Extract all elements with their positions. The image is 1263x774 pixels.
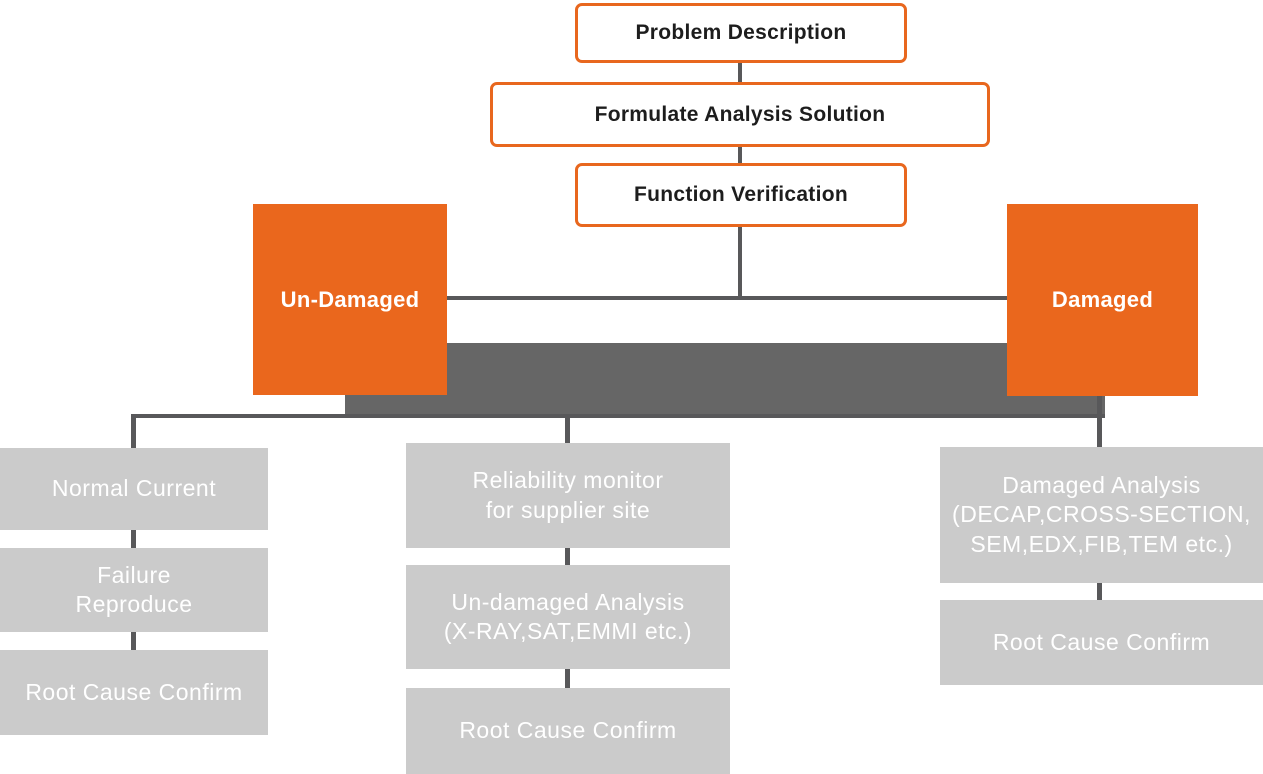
right-step-root-cause-confirm-box: Root Cause Confirm xyxy=(940,600,1263,685)
formulate-analysis-solution-box: Formulate Analysis Solution xyxy=(490,82,990,147)
left-step-failure-reproduce-box: Failure Reproduce xyxy=(0,548,268,632)
connector-function-to-branch xyxy=(738,227,742,299)
rail-horizontal-line xyxy=(131,414,1105,418)
undamaged-branch-box: Un-Damaged xyxy=(253,204,447,395)
rail-drop-right xyxy=(1097,396,1102,447)
left-connector-2 xyxy=(131,632,136,650)
left-step-root-cause-confirm-box: Root Cause Confirm xyxy=(0,650,268,735)
middle-connector-2 xyxy=(565,669,570,688)
problem-description-box: Problem Description xyxy=(575,3,907,63)
rail-drop-left xyxy=(131,414,136,448)
branch-horizontal-line xyxy=(447,296,1007,300)
right-connector-1 xyxy=(1097,583,1102,600)
connector-formulate-to-function xyxy=(738,147,742,163)
middle-step-undamaged-analysis-box: Un-damaged Analysis (X-RAY,SAT,EMMI etc.… xyxy=(406,565,730,669)
middle-connector-1 xyxy=(565,548,570,565)
connector-problem-to-formulate xyxy=(738,63,742,82)
function-verification-box: Function Verification xyxy=(575,163,907,227)
right-step-damaged-analysis-box: Damaged Analysis (DECAP,CROSS-SECTION, S… xyxy=(940,447,1263,583)
middle-step-reliability-monitor-box: Reliability monitor for supplier site xyxy=(406,443,730,548)
merge-bar xyxy=(345,343,1105,415)
middle-step-root-cause-confirm-box: Root Cause Confirm xyxy=(406,688,730,774)
rail-drop-middle xyxy=(565,414,570,443)
damaged-branch-box: Damaged xyxy=(1007,204,1198,396)
left-connector-1 xyxy=(131,530,136,548)
left-step-normal-current-box: Normal Current xyxy=(0,448,268,530)
